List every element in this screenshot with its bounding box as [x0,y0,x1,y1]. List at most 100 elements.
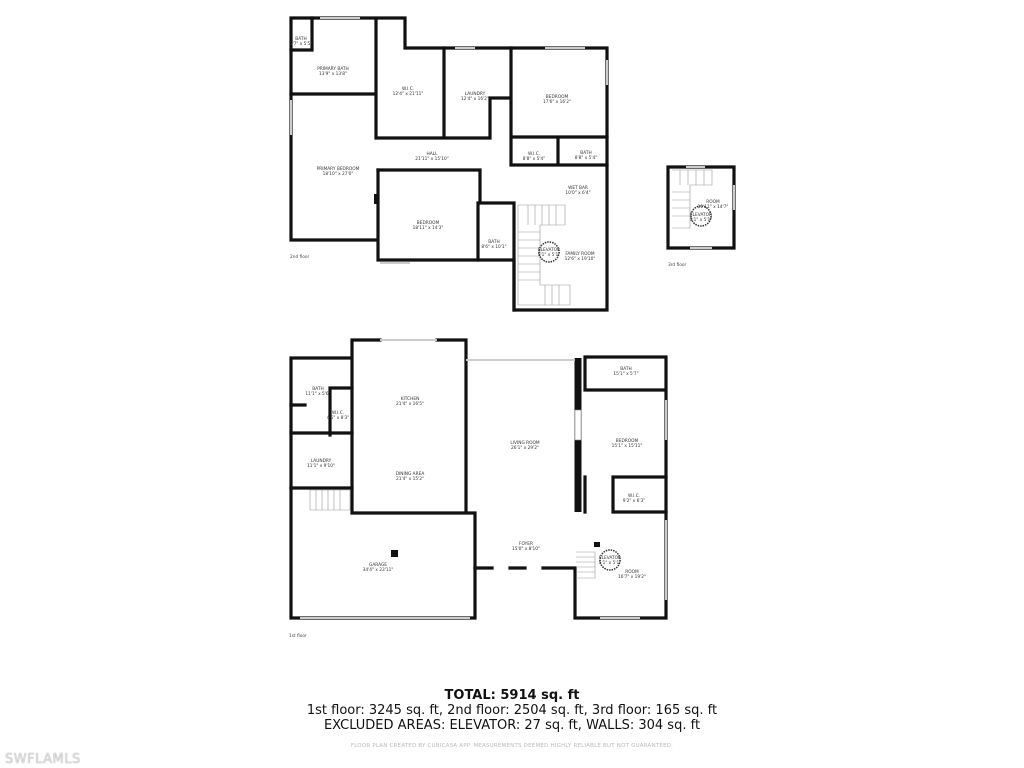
room-name: BEDROOM [546,94,569,100]
room-dimensions: 13'9" x 13'8" [319,71,347,77]
room-dimensions: 17'6" x 16'2" [543,99,571,105]
room-dimensions: 5'1" x 5'1" [690,217,713,223]
room-dimensions: 5'1" x 5'1" [538,252,561,258]
room-dimensions: 11'11" x 14'7" [698,204,729,210]
room-dimensions: 18'11" x 14'3" [413,225,444,231]
room-name: GARAGE [369,562,387,568]
room-name: BATH [312,386,323,392]
room-label: W.I.C.12'4" x 21'11" [393,86,424,97]
room-name: ELEVATOR [538,247,560,253]
room-name: W.I.C. [628,493,640,499]
room-name: ROOM [625,569,639,575]
room-name: W.I.C. [402,86,414,92]
room-name: LAUNDRY [465,91,486,97]
room-dimensions: 21'4" x 15'2" [396,476,424,482]
room-dimensions: 8'8" x 5'4" [523,156,546,162]
room-dimensions: 9'2" x 6'3" [623,498,646,504]
room-dimensions: 11'1" x 9'10" [307,463,335,469]
room-dimensions: 10'0" x 6'4" [565,190,590,196]
room-name: FOYER [519,541,533,547]
room-dimensions: 21'4" x 16'5" [396,401,424,407]
room-name: ELEVATOR [599,555,621,561]
room-dimensions: 15'0" x 8'10" [512,546,540,552]
disclaimer: FLOOR PLAN CREATED BY CUBICASA APP. MEAS… [350,743,674,749]
room-dimensions: 5'1" x 5'1" [599,560,622,566]
total-area: TOTAL: 5914 sq. ft [444,688,580,703]
watermark-logo: SWFLAMLS [5,752,81,767]
room-name: ELEVATOR [690,212,712,218]
room-name: BEDROOM [417,220,440,226]
room-name: BEDROOM [616,438,639,444]
room-dimensions: 11'1" x 5'6" [305,391,330,397]
room-label: W.I.C.4'5" x 8'3" [327,410,350,421]
room-name: PRIMARY BEDROOM [317,166,360,172]
room-name: HALL [427,151,439,157]
room-dimensions: 16'7" x 19'2" [618,574,646,580]
room-name: LAUNDRY [311,458,332,464]
room-dimensions: 21'11" x 15'10" [415,156,448,162]
room-name: KITCHEN [401,396,420,402]
room-name: W.I.C. [332,410,344,416]
room-name: DINING AREA [396,471,425,477]
room-name: PRIMARY BATH [317,66,349,72]
room-dimensions: 34'4" x 23'11" [363,567,394,573]
excluded-areas: EXCLUDED AREAS: ELEVATOR: 27 sq. ft, WAL… [323,718,701,733]
floor-areas: 1st floor: 3245 sq. ft, 2nd floor: 2504 … [306,703,718,718]
room-name: WET BAR [568,185,588,191]
floor-label: 3rd floor [668,262,686,268]
room-name: BATH [488,239,499,245]
room-label: W.I.C.9'2" x 6'3" [623,493,646,504]
room-dimensions: 12'4" x 16'2" [461,96,489,102]
room-label: W.I.C.8'8" x 5'4" [523,151,546,162]
room-dimensions: 26'1" x 29'2" [511,445,539,451]
room-dimensions: 12'4" x 21'11" [393,91,424,97]
room-name: BATH [580,150,591,156]
floor-label: 2nd floor [290,254,310,260]
room-name: ROOM [706,199,720,205]
room-dimensions: 4'5" x 8'3" [327,415,350,421]
room-dimensions: 5'7" x 5'5" [290,41,313,47]
elevator-icon [538,241,560,263]
room-name: FAMILY ROOM [565,251,595,257]
room-dimensions: 15'1" x 15'11" [612,443,643,449]
room-dimensions: 15'1" x 5'7" [613,371,638,377]
room-dimensions: 18'10" x 27'0" [323,171,354,177]
staircase [517,204,571,306]
room-dimensions: 12'6" x 19'10" [565,256,596,262]
elevator-icon [599,549,621,571]
room-name: BATH [295,36,306,42]
room-dimensions: 8'6" x 10'1" [481,244,506,250]
room-dimensions: 8'8" x 5'4" [575,155,598,161]
room-name: BATH [620,366,631,372]
room-name: LIVING ROOM [510,440,540,446]
room-name: W.I.C. [528,151,540,157]
